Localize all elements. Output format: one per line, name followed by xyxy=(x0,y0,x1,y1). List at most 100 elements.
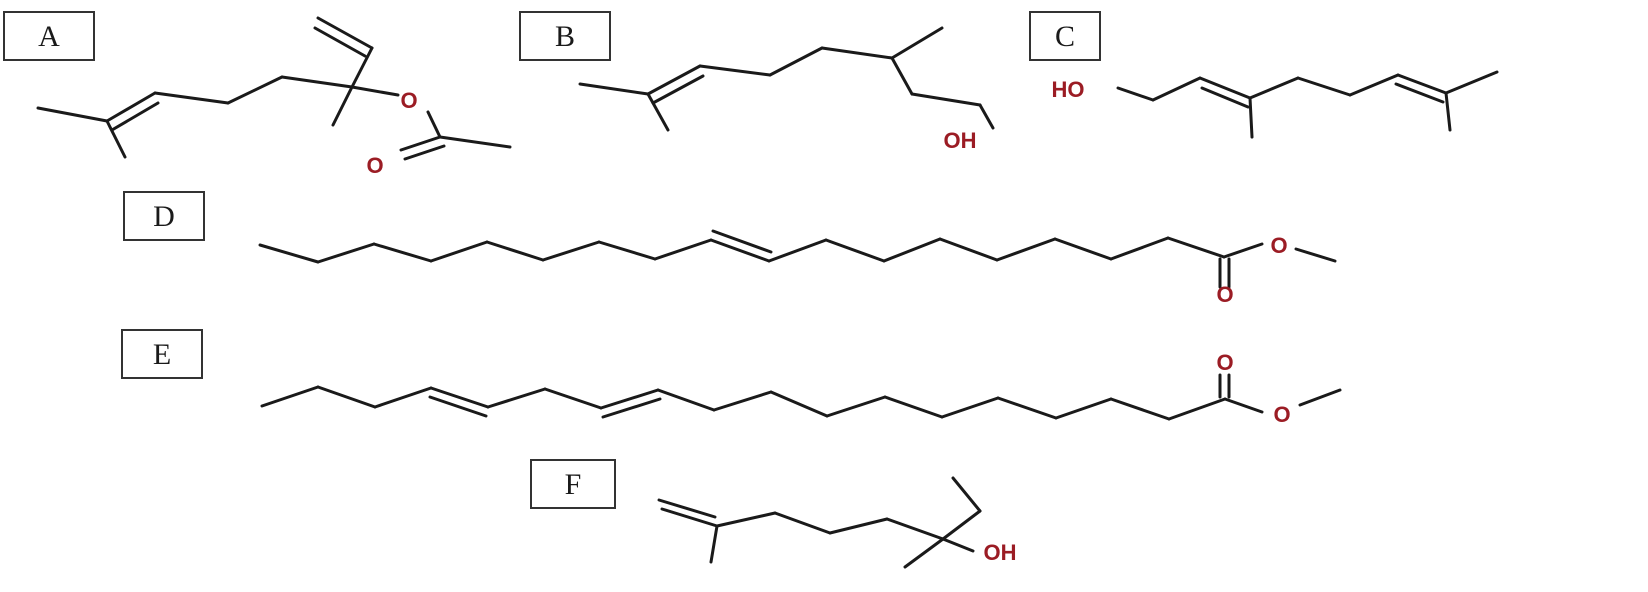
bond xyxy=(646,92,670,132)
bond xyxy=(153,91,230,105)
bond xyxy=(824,238,886,263)
bond xyxy=(1396,73,1448,95)
bond xyxy=(428,395,488,418)
bond xyxy=(1166,236,1226,259)
bond xyxy=(105,119,127,159)
bond xyxy=(882,237,942,263)
compound-f: FOH xyxy=(530,459,1017,569)
compound-label-box xyxy=(123,191,205,241)
bond xyxy=(226,75,284,105)
bond xyxy=(890,26,944,60)
bond xyxy=(773,511,832,535)
bond xyxy=(331,85,354,127)
bond-skeleton xyxy=(258,229,1337,289)
bond xyxy=(426,110,442,139)
bond xyxy=(438,135,512,149)
bond xyxy=(1116,86,1155,102)
compound-label: E xyxy=(153,338,171,371)
bond xyxy=(1167,397,1227,421)
bond xyxy=(403,144,446,161)
bond xyxy=(941,509,982,541)
bond xyxy=(941,537,975,553)
bond xyxy=(1444,91,1452,132)
bond xyxy=(1222,242,1264,259)
compound-label-box xyxy=(530,459,616,509)
bond-skeleton xyxy=(657,476,982,569)
bond xyxy=(656,388,716,412)
bond xyxy=(698,64,772,77)
bond xyxy=(653,238,713,261)
bond xyxy=(373,386,433,409)
bond xyxy=(429,386,490,409)
compound-a: A O O xyxy=(3,11,512,178)
compound-label: D xyxy=(153,200,175,233)
bond xyxy=(709,238,771,263)
bond xyxy=(825,395,887,418)
bond xyxy=(910,92,982,107)
atom-label-oh: OH xyxy=(944,128,977,153)
bond xyxy=(995,237,1057,262)
compound-b: B OH xyxy=(519,11,995,153)
bond xyxy=(938,237,999,262)
bond xyxy=(399,135,442,152)
bond xyxy=(820,46,894,60)
bond xyxy=(1109,397,1171,421)
bond xyxy=(940,396,1000,419)
bond xyxy=(485,240,545,262)
bond xyxy=(1294,247,1337,263)
bond xyxy=(712,390,773,412)
bond-skeleton xyxy=(578,26,995,132)
bond xyxy=(1296,76,1352,97)
bond xyxy=(768,46,824,77)
bond-skeleton xyxy=(1116,70,1499,139)
bond xyxy=(1054,397,1113,420)
bond xyxy=(599,388,660,410)
bond xyxy=(316,385,377,409)
bond xyxy=(715,511,777,528)
bond xyxy=(258,243,320,264)
compound-c: CHO xyxy=(1029,11,1499,139)
bond xyxy=(1348,73,1400,97)
bond xyxy=(1053,237,1113,261)
bond xyxy=(1223,397,1264,414)
bond xyxy=(709,524,719,564)
atom-label-oh: OH xyxy=(984,540,1017,565)
bond xyxy=(1298,388,1342,407)
bond xyxy=(541,240,601,262)
bond xyxy=(316,242,376,264)
atom-label-o: O xyxy=(1216,350,1233,375)
bond xyxy=(110,101,160,132)
bond xyxy=(890,56,914,96)
bond xyxy=(1248,96,1254,139)
compound-label: B xyxy=(555,20,575,53)
bond xyxy=(313,26,367,58)
bond xyxy=(105,91,157,123)
bond xyxy=(1151,76,1202,102)
bond xyxy=(578,82,650,96)
bond xyxy=(350,85,400,97)
bond xyxy=(372,242,433,263)
compound-d: DOO xyxy=(123,191,1337,307)
bond xyxy=(1248,76,1300,100)
atom-label-ho: HO xyxy=(1052,77,1085,102)
bond xyxy=(711,229,773,254)
atom-label-o: O xyxy=(1270,233,1287,258)
atom-label-o: O xyxy=(400,88,417,113)
bond xyxy=(978,103,995,130)
bond xyxy=(767,238,828,263)
bond xyxy=(1109,236,1170,261)
bond xyxy=(769,390,829,418)
bond xyxy=(996,396,1058,420)
compound-label: A xyxy=(38,20,60,53)
compound-label-box xyxy=(519,11,611,61)
bond xyxy=(660,507,719,528)
bond xyxy=(486,387,547,409)
bond xyxy=(429,240,489,263)
bond xyxy=(657,498,717,519)
atom-label-o: O xyxy=(366,153,383,178)
bond xyxy=(316,16,374,50)
compound-label-box xyxy=(121,329,203,379)
bond xyxy=(828,517,889,535)
bond-skeleton xyxy=(36,16,512,161)
